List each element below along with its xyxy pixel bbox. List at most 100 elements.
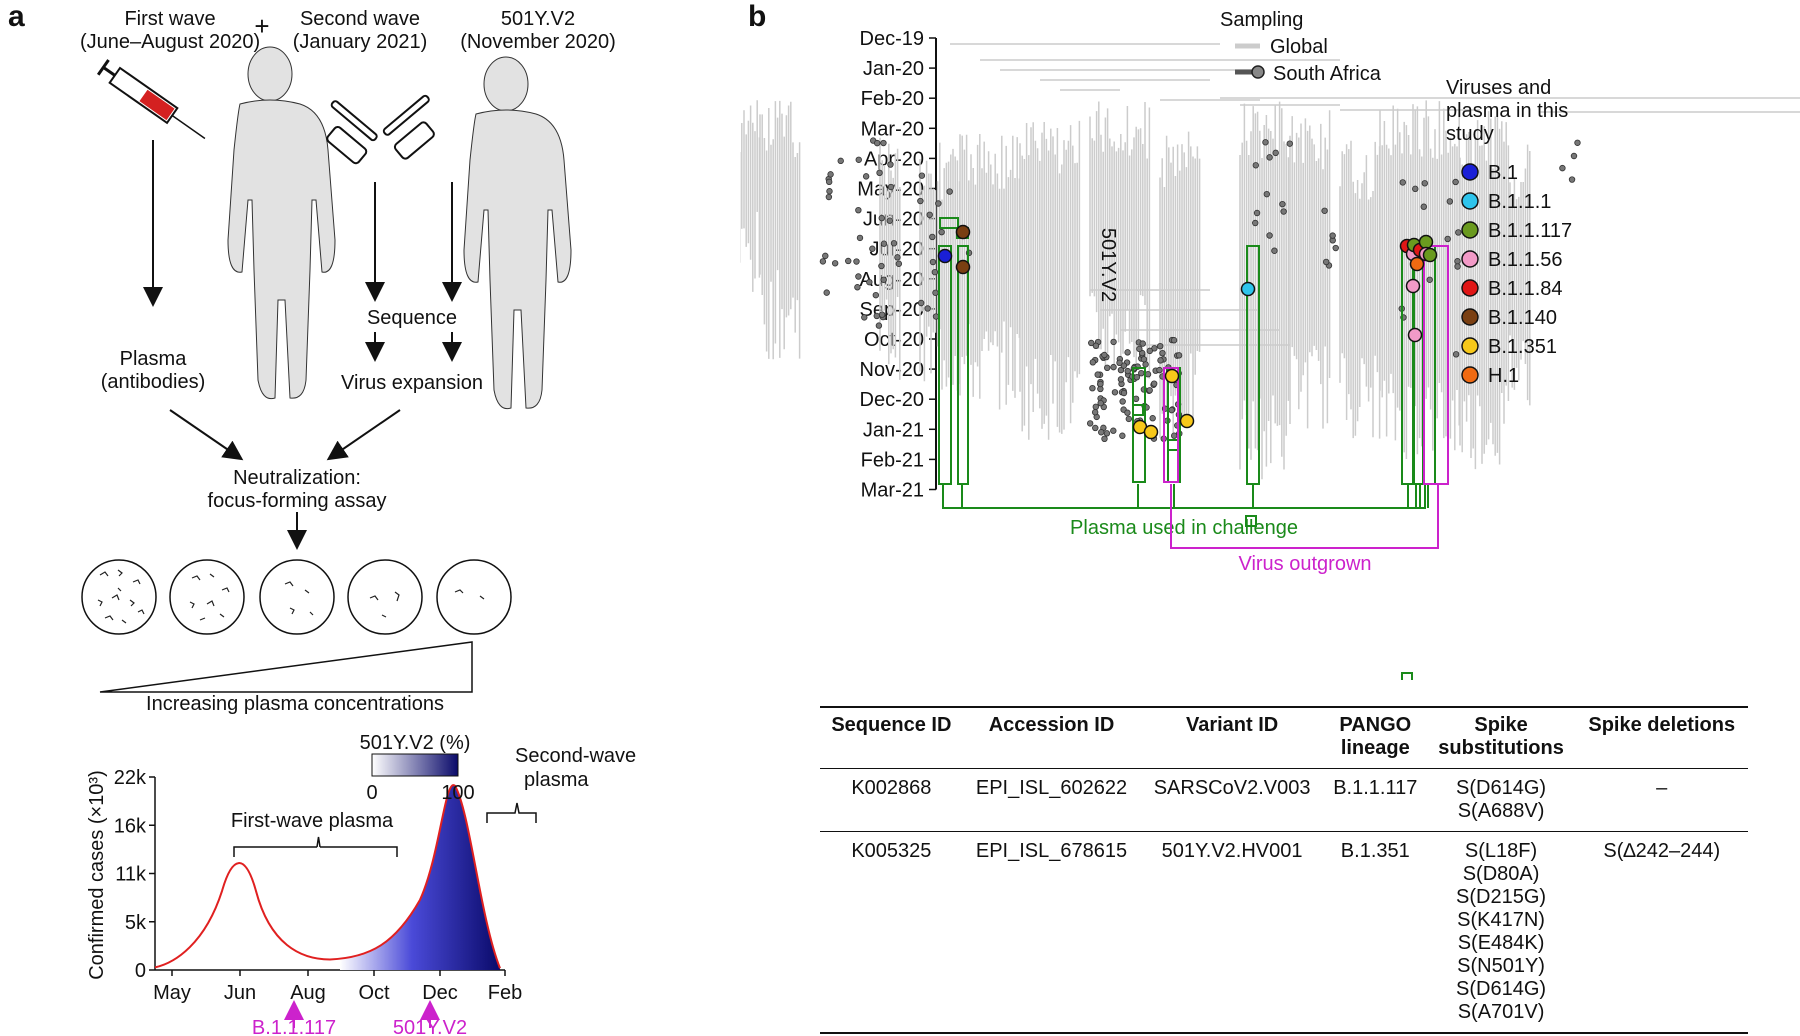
sa-sample-point bbox=[1399, 179, 1406, 186]
sa-sample-point bbox=[918, 172, 926, 179]
foci-marks bbox=[97, 569, 485, 624]
sa-sample-point bbox=[1092, 403, 1099, 411]
lineage-legend-dot bbox=[1461, 308, 1479, 326]
sa-sample-point bbox=[875, 322, 883, 329]
sa-sample-point bbox=[1444, 235, 1451, 243]
sa-sample-point bbox=[1271, 247, 1278, 254]
sa-sample-point bbox=[1253, 209, 1261, 217]
antibodies-text: (antibodies) bbox=[100, 371, 206, 393]
header-spike-deletions: Spike deletions bbox=[1588, 714, 1736, 736]
sa-sample-point bbox=[1156, 366, 1163, 374]
colorbar-max: 100 bbox=[441, 782, 474, 804]
sa-sample-point bbox=[1098, 429, 1105, 436]
lineage-legend-dot bbox=[1461, 250, 1479, 268]
sa-sample-point bbox=[878, 311, 886, 318]
cell-sequence-id: K005325 bbox=[851, 840, 932, 862]
sa-sample-point bbox=[855, 156, 862, 163]
sa-sample-point bbox=[855, 206, 862, 214]
sa-sample-point bbox=[1452, 351, 1460, 358]
sa-sample-point bbox=[1140, 356, 1148, 363]
global-branches bbox=[740, 43, 1800, 480]
lineage-legend-dot bbox=[1461, 337, 1479, 355]
sa-sample-point bbox=[1175, 352, 1183, 359]
sa-sample-point bbox=[1124, 367, 1131, 375]
sa-sample-point bbox=[932, 313, 940, 320]
variant-date: (November 2020) bbox=[460, 31, 616, 53]
sa-sample-point bbox=[929, 258, 937, 266]
swab-icon bbox=[382, 94, 435, 160]
sa-sample-point bbox=[1092, 342, 1100, 350]
sa-sample-point bbox=[1144, 371, 1152, 378]
sa-sample-point bbox=[1120, 389, 1128, 397]
increasing-label: Increasing plasma concentrations bbox=[146, 693, 444, 715]
sa-sample-point bbox=[1149, 415, 1156, 422]
sa-sample-point bbox=[1132, 395, 1140, 403]
sa-sample-point bbox=[894, 254, 901, 261]
header-pango-lineage: PANGO lineage bbox=[1339, 714, 1412, 759]
neutralization-title: Neutralization: bbox=[233, 467, 361, 489]
sa-sample-point bbox=[917, 299, 925, 307]
study-sample-point bbox=[1422, 247, 1438, 263]
study-sample-point bbox=[955, 259, 971, 275]
sa-sample-point bbox=[853, 258, 860, 265]
sa-sample-point bbox=[946, 188, 953, 195]
sa-sample-point bbox=[1124, 349, 1131, 356]
neutralization-label: Neutralization: focus-forming assay bbox=[192, 467, 402, 513]
sa-sample-point bbox=[895, 260, 903, 267]
sa-sample-point bbox=[1454, 263, 1461, 270]
person-icon bbox=[463, 56, 572, 410]
sa-sample-point bbox=[1263, 190, 1270, 198]
virus-expansion-label: Virus expansion bbox=[341, 372, 483, 394]
date-tick-label: Dec-20 bbox=[860, 389, 924, 411]
sa-sample-point bbox=[1279, 200, 1286, 208]
lineage-legend-title: study bbox=[1446, 123, 1494, 145]
y-tick-label: 22k bbox=[114, 767, 147, 789]
sa-sample-point bbox=[1092, 424, 1099, 432]
lineage-legend-label: B.1.1.56 bbox=[1488, 249, 1563, 271]
study-sample-point bbox=[1164, 368, 1180, 384]
sa-sample-point bbox=[1111, 389, 1119, 396]
variant-title: 501Y.V2 bbox=[500, 8, 576, 30]
cell-accession-id: EPI_ISL_602622 bbox=[975, 777, 1128, 799]
lineage-legend-label: B.1.1.84 bbox=[1488, 278, 1563, 300]
header-spike-substitutions: Spike substitutions bbox=[1438, 714, 1564, 759]
plasma-box bbox=[1401, 672, 1413, 680]
sa-sample-point bbox=[1146, 387, 1153, 394]
sa-sample-point bbox=[1094, 371, 1101, 378]
sa-sample-point bbox=[1125, 415, 1133, 423]
sa-sample-point bbox=[1150, 380, 1158, 387]
sa-sample-point bbox=[873, 312, 881, 320]
sa-sample-point bbox=[1559, 164, 1566, 172]
sa-sample-point bbox=[823, 289, 830, 296]
date-tick-label: Oct-20 bbox=[864, 329, 924, 351]
sa-sample-point bbox=[826, 188, 833, 195]
lineage-legend-label: B.1 bbox=[1488, 162, 1518, 184]
first-wave-date: (June–August 2020) bbox=[80, 31, 261, 53]
cell-spike-deletions: S(∆242–244) bbox=[1603, 840, 1721, 862]
date-tick-label: Mar-21 bbox=[861, 480, 924, 502]
colorbar bbox=[371, 753, 459, 777]
sa-sample-point bbox=[1322, 258, 1330, 266]
table-row: K002868 EPI_ISL_602622 SARSCoV2.V003 B.1… bbox=[820, 769, 1748, 832]
variant-label: 501Y.V2 (November 2020) bbox=[448, 8, 628, 54]
x-tick-label: Dec bbox=[422, 982, 458, 1004]
sa-sample-point bbox=[924, 305, 931, 312]
sa-sample-point bbox=[878, 262, 885, 270]
south-africa-points bbox=[819, 137, 1581, 443]
date-tick-label: Jan-21 bbox=[863, 419, 924, 441]
study-sample-point bbox=[937, 248, 953, 264]
sa-sample-point bbox=[1138, 369, 1145, 377]
sa-sample-point bbox=[1446, 198, 1454, 205]
sampling-legend-title: Sampling bbox=[1220, 9, 1303, 31]
sa-sample-point bbox=[825, 193, 833, 201]
study-sample-point bbox=[1240, 281, 1256, 297]
sa-sample-point bbox=[855, 273, 862, 280]
sa-sample-point bbox=[1266, 232, 1273, 239]
sa-sample-point bbox=[1570, 152, 1578, 160]
first-wave-label: First-wave plasma bbox=[231, 810, 394, 832]
sa-sample-point bbox=[866, 278, 873, 286]
sa-sample-point bbox=[1157, 357, 1164, 364]
sa-sample-point bbox=[1272, 149, 1279, 157]
sa-legend-label: South Africa bbox=[1273, 63, 1382, 85]
y-tick-label: 0 bbox=[135, 960, 146, 982]
